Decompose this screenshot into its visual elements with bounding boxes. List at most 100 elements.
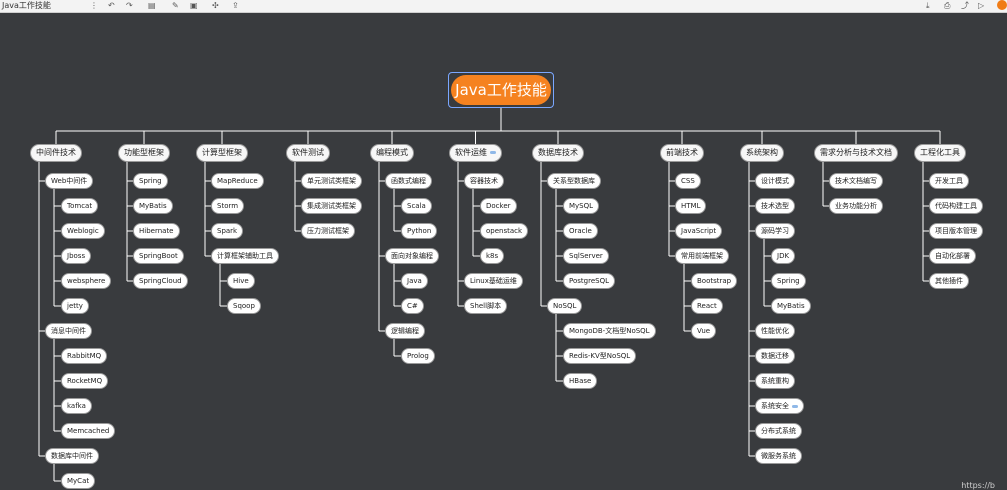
child-node[interactable]: 关系型数据库 [547, 173, 601, 189]
leaf-node[interactable]: openstack [480, 223, 529, 239]
leaf-node[interactable]: Oracle [563, 223, 598, 239]
child-node[interactable]: 微服务系统 [755, 448, 802, 464]
leaf-node[interactable]: MongoDB-文档型NoSQL [563, 323, 656, 339]
child-node[interactable]: 压力测试框架 [301, 223, 355, 239]
leaf-node[interactable]: JDK [771, 248, 796, 264]
leaf-node[interactable]: RocketMQ [61, 373, 109, 389]
leaf-node[interactable]: Python [401, 223, 438, 239]
leaf-node[interactable]: MyCat [61, 473, 96, 489]
download-icon[interactable]: ⤓ [926, 1, 930, 10]
print-icon[interactable]: ⎙ [944, 1, 951, 10]
leaf-node[interactable]: MySQL [563, 198, 600, 214]
style-icon[interactable]: ▣ [190, 1, 198, 10]
child-node[interactable]: 常用前端框架 [675, 248, 729, 264]
leaf-node[interactable]: Java [401, 273, 428, 289]
format-painter-icon[interactable]: ▤ [148, 1, 156, 10]
child-node[interactable]: 分布式系统 [755, 423, 802, 439]
leaf-node[interactable]: websphere [61, 273, 112, 289]
category-node[interactable]: 计算型框架 [196, 144, 248, 162]
relation-icon[interactable]: ✣ [212, 1, 219, 10]
child-node[interactable]: 容器技术 [464, 173, 504, 189]
child-node[interactable]: Spark [211, 223, 244, 239]
more-icon[interactable]: ⋮ [90, 1, 98, 10]
child-node[interactable]: 面向对象编程 [385, 248, 439, 264]
leaf-node[interactable]: Scala [401, 198, 432, 214]
avatar[interactable] [997, 0, 1007, 10]
leaf-node[interactable]: Spring [771, 273, 806, 289]
child-node[interactable]: 技术选型 [755, 198, 795, 214]
leaf-node[interactable]: MyBatis [771, 298, 811, 314]
leaf-node[interactable]: Vue [691, 323, 717, 339]
child-node[interactable]: 计算框架辅助工具 [211, 248, 279, 264]
redo-icon[interactable]: ↷ [126, 1, 133, 10]
category-node[interactable]: 系统架构 [740, 144, 784, 162]
category-node[interactable]: 软件测试 [286, 144, 330, 162]
category-node[interactable]: 编程模式 [370, 144, 414, 162]
category-node[interactable]: 需求分析与技术文档 [814, 144, 898, 162]
category-node[interactable]: 数据库技术 [532, 144, 584, 162]
child-node[interactable]: 开发工具 [929, 173, 969, 189]
leaf-node[interactable]: Prolog [401, 348, 435, 364]
child-node[interactable]: 业务功能分析 [829, 198, 883, 214]
leaf-node[interactable]: Memcached [61, 423, 116, 439]
category-node[interactable]: 工程化工具 [914, 144, 966, 162]
leaf-node[interactable]: jetty [61, 298, 89, 314]
child-node[interactable]: Web中间件 [45, 173, 94, 189]
leaf-node[interactable]: Weblogic [61, 223, 105, 239]
child-node[interactable]: 系统重构 [755, 373, 795, 389]
child-node[interactable]: Storm [211, 198, 245, 214]
child-node[interactable]: SpringBoot [133, 248, 184, 264]
child-node[interactable]: 单元测试类框架 [301, 173, 362, 189]
child-node[interactable]: 设计模式 [755, 173, 795, 189]
leaf-node[interactable]: SqlServer [563, 248, 609, 264]
share-icon[interactable]: ⤴ [961, 1, 969, 10]
child-node[interactable]: 自动化部署 [929, 248, 976, 264]
leaf-node[interactable]: Redis-KV型NoSQL [563, 348, 637, 364]
undo-icon[interactable]: ↶ [108, 1, 115, 10]
child-node[interactable]: 逻辑编程 [385, 323, 425, 339]
pen-icon[interactable]: ✎ [172, 1, 179, 10]
child-node[interactable]: MapReduce [211, 173, 264, 189]
child-node[interactable]: 系统安全 [755, 398, 804, 414]
leaf-node[interactable]: Bootstrap [691, 273, 738, 289]
child-node[interactable]: 函数式编程 [385, 173, 432, 189]
leaf-node[interactable]: HBase [563, 373, 598, 389]
child-node[interactable]: 项目版本管理 [929, 223, 983, 239]
child-node[interactable]: NoSQL [547, 298, 583, 314]
play-icon[interactable]: ▷ [978, 1, 985, 10]
child-node[interactable]: CSS [675, 173, 701, 189]
child-node[interactable]: Shell脚本 [464, 298, 508, 314]
leaf-node[interactable]: Sqoop [227, 298, 261, 314]
child-node[interactable]: 数据库中间件 [45, 448, 99, 464]
root-node[interactable]: Java工作技能 [448, 72, 554, 108]
category-node[interactable]: 中间件技术 [30, 144, 82, 162]
child-node[interactable]: 其他插件 [929, 273, 969, 289]
category-node[interactable]: 前端技术 [660, 144, 704, 162]
child-node[interactable]: SpringCloud [133, 273, 188, 289]
export-icon[interactable]: ⇪ [232, 1, 239, 10]
child-node[interactable]: HTML [675, 198, 707, 214]
leaf-node[interactable]: Jboss [61, 248, 92, 264]
child-node[interactable]: Hibernate [133, 223, 180, 239]
leaf-node[interactable]: React [691, 298, 723, 314]
child-node[interactable]: JavaScript [675, 223, 723, 239]
child-node[interactable]: Spring [133, 173, 168, 189]
leaf-node[interactable]: PostgreSQL [563, 273, 615, 289]
child-node[interactable]: 源码学习 [755, 223, 795, 239]
child-node[interactable]: 消息中间件 [45, 323, 92, 339]
leaf-node[interactable]: RabbitMQ [61, 348, 108, 364]
leaf-node[interactable]: k8s [480, 248, 505, 264]
leaf-node[interactable]: Tomcat [61, 198, 99, 214]
leaf-node[interactable]: Hive [227, 273, 255, 289]
child-node[interactable]: 技术文档编写 [829, 173, 883, 189]
child-node[interactable]: 代码构建工具 [929, 198, 983, 214]
child-node[interactable]: 集成测试类框架 [301, 198, 362, 214]
child-node[interactable]: 性能优化 [755, 323, 795, 339]
leaf-node[interactable]: C# [401, 298, 424, 314]
child-node[interactable]: MyBatis [133, 198, 173, 214]
category-node[interactable]: 软件运维 [449, 144, 502, 162]
child-node[interactable]: 数据迁移 [755, 348, 795, 364]
leaf-node[interactable]: kafka [61, 398, 92, 414]
category-node[interactable]: 功能型框架 [118, 144, 170, 162]
child-node[interactable]: Linux基础运维 [464, 273, 523, 289]
